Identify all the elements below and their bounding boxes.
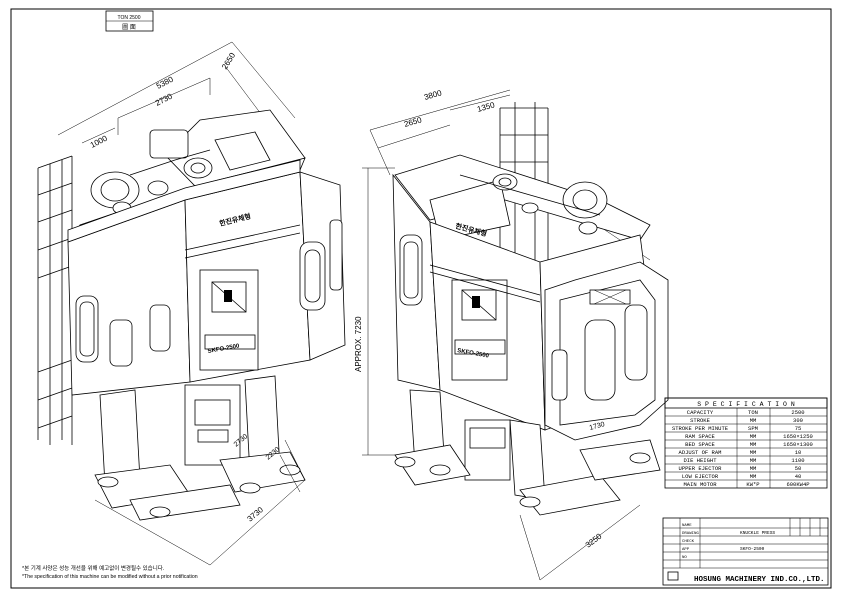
right-dim-3800: 3800 xyxy=(423,88,443,102)
title-block-row-label: NAME xyxy=(682,524,692,528)
spec-item: STROKE PER MINUTE xyxy=(672,425,729,432)
spec-value: 1650×1300 xyxy=(783,441,813,448)
title-block-row-label: CHECK xyxy=(682,540,695,544)
spec-value: 1100 xyxy=(791,457,804,464)
spec-item: BED SPACE xyxy=(685,441,715,448)
left-press-view: 5380 2730 2650 1000 xyxy=(37,41,346,566)
spec-item: DIE HEIGHT xyxy=(683,457,717,464)
spec-unit: MM xyxy=(750,465,757,472)
spec-item: RAM SPACE xyxy=(685,433,715,440)
spec-item: CAPACITY xyxy=(687,409,714,416)
title-block-row-label: APP xyxy=(682,548,690,552)
spec-title: S P E C I F I C A T I O N xyxy=(697,401,795,408)
title-block-row-label: DRAWING xyxy=(682,532,699,536)
right-crown xyxy=(394,154,651,241)
right-height-dimension: APPROX. 7230 xyxy=(354,167,395,456)
spec-item: LOW EJECTOR xyxy=(682,473,719,480)
title-box-line2: 圖 面 xyxy=(122,24,136,31)
company-name: HOSUNG MACHINERY IND.CO.,LTD. xyxy=(694,576,825,584)
left-dim-1000: 1000 xyxy=(89,133,109,149)
spec-value: 40 xyxy=(795,473,802,480)
right-dim-1350: 1350 xyxy=(476,100,496,114)
spec-unit: MM xyxy=(750,457,757,464)
spec-unit: SPM xyxy=(748,425,758,432)
title-block-title: KNUCKLE PRESS xyxy=(740,530,775,536)
spec-item: ADJUST OF RAM xyxy=(679,449,722,456)
spec-unit: TON xyxy=(748,409,758,416)
left-main-body xyxy=(67,159,346,396)
spec-item: UPPER EJECTOR xyxy=(679,465,723,472)
left-dim-2650: 2650 xyxy=(220,51,237,71)
title-box-line1: TON 2500 xyxy=(118,15,141,21)
spec-unit: MM xyxy=(750,449,757,456)
right-dim-1730: 1730 xyxy=(589,421,606,432)
left-ladder xyxy=(37,155,73,445)
spec-unit: MM xyxy=(750,417,757,424)
spec-unit: MM xyxy=(750,473,757,480)
right-press-view: 3800 2650 1350 3950 APPROX. 7230 xyxy=(354,88,669,581)
spec-item: MAIN MOTOR xyxy=(683,481,717,488)
right-dim-height: APPROX. 7230 xyxy=(354,316,363,372)
left-dim-3730: 3730 xyxy=(246,505,266,524)
title-block-row-label: NO xyxy=(682,556,687,560)
spec-item: STROKE xyxy=(690,417,711,424)
right-dim-2650: 2650 xyxy=(403,115,423,129)
title-box: TON 2500 圖 面 xyxy=(105,10,154,32)
spec-value: 2500 xyxy=(791,409,804,416)
sheet-border xyxy=(10,8,832,589)
title-block-model: SKFO-2500 xyxy=(740,546,765,552)
spec-value: 300 xyxy=(793,417,803,424)
specification-table: S P E C I F I C A T I O N CAPACITY TON 250… xyxy=(664,397,828,489)
note-english: *The specification of this machine can b… xyxy=(22,574,198,580)
left-model-label: SKFO-2500 xyxy=(207,343,240,355)
left-dim-2730: 2730 xyxy=(154,91,174,107)
spec-unit: MM xyxy=(750,433,757,440)
spec-value: 600KW4P xyxy=(786,481,809,488)
spec-value: 1650×1250 xyxy=(783,433,813,440)
title-block: KNUCKLE PRESS SKFO-2500 HOSUNG MACHINERY… xyxy=(662,517,829,586)
spec-value: 50 xyxy=(795,465,802,472)
notes: *본 기계 사양은 성능 개선을 위해 예고없이 변경될수 있습니다. *The… xyxy=(22,564,198,580)
spec-value: 10 xyxy=(795,449,802,456)
spec-unit: MM xyxy=(750,441,757,448)
right-lower-frame xyxy=(394,389,661,516)
spec-value: 75 xyxy=(795,425,802,432)
left-dim-5380: 5380 xyxy=(155,74,175,90)
note-korean: *본 기계 사양은 성능 개선을 위해 예고없이 변경될수 있습니다. xyxy=(22,564,165,572)
spec-unit: KW*P xyxy=(746,481,759,488)
right-main-body xyxy=(392,173,669,441)
right-model-label: SKFO-2500 xyxy=(457,348,490,360)
